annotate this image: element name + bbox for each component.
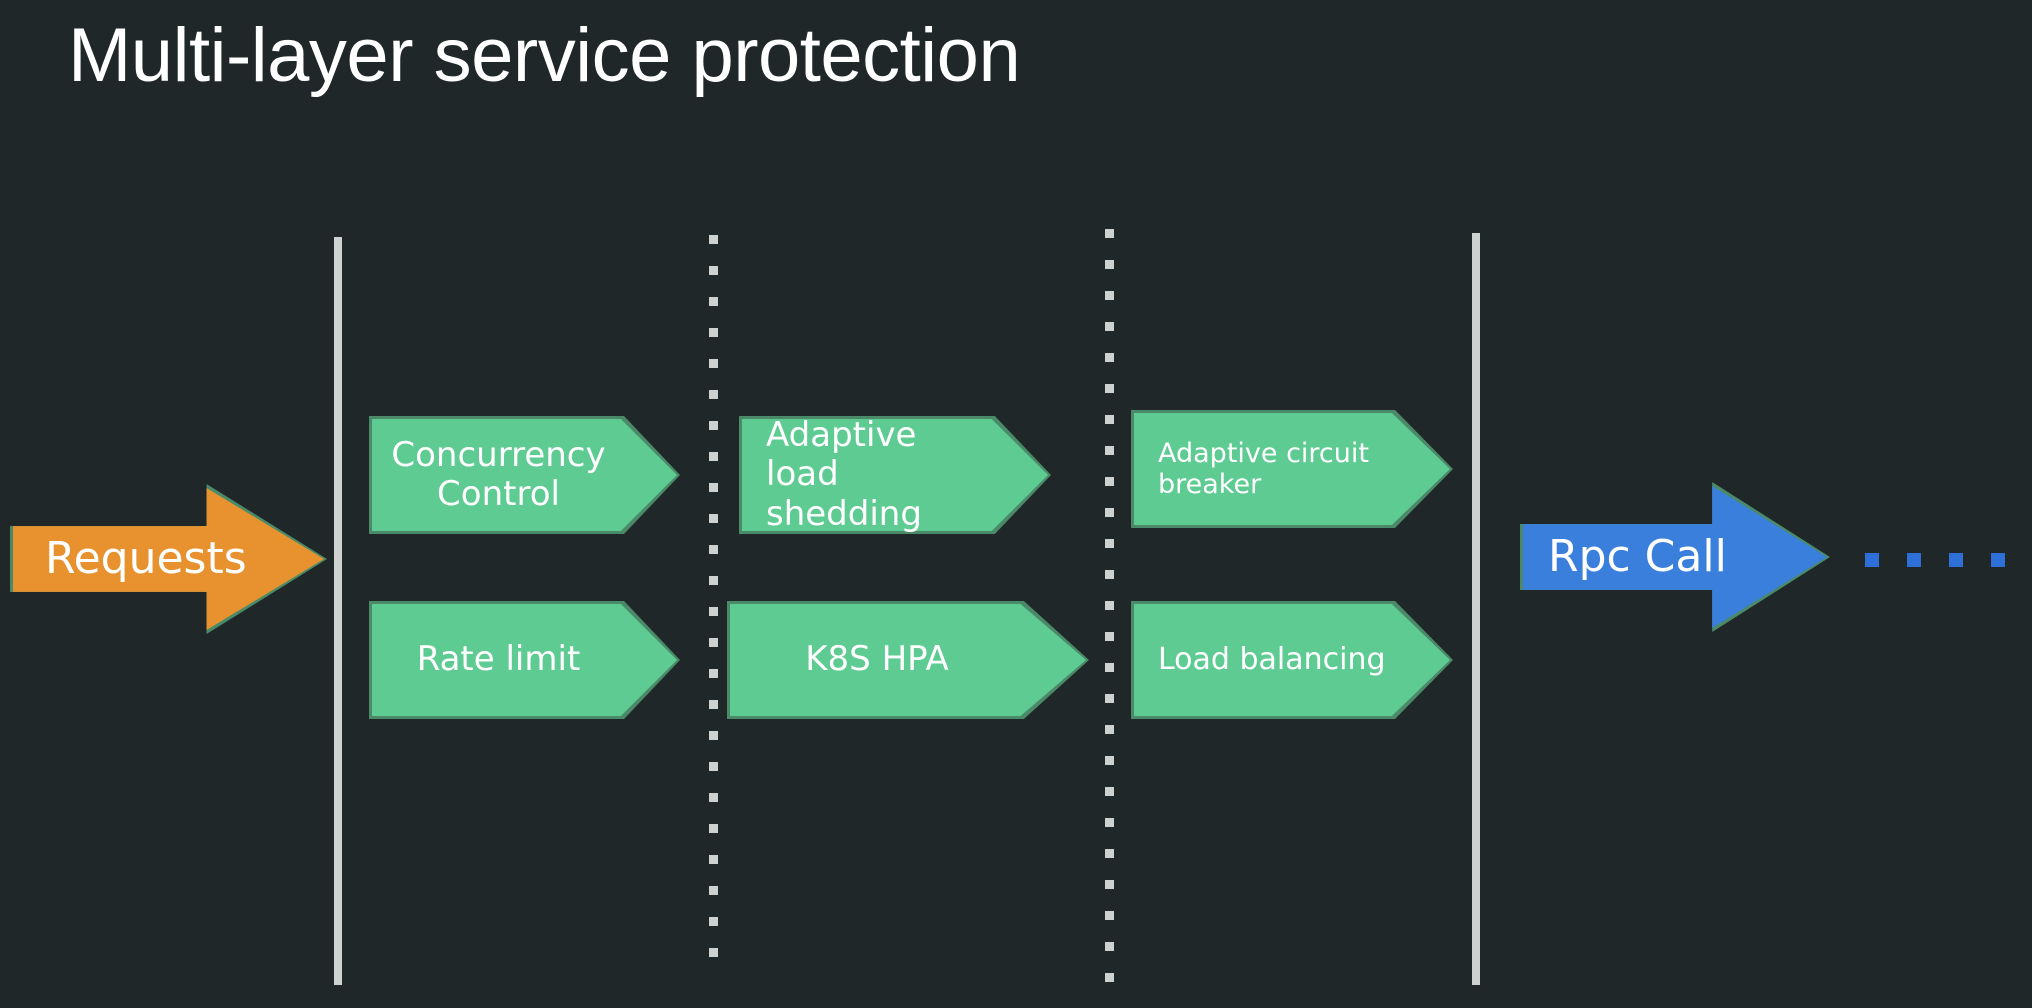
- divider-dash: [1105, 725, 1114, 734]
- stage-3-bottom-arrow[interactable]: Load balancing: [1131, 601, 1453, 719]
- divider-dash: [1105, 694, 1114, 703]
- divider-dash: [1105, 539, 1114, 548]
- requests-arrow[interactable]: Requests: [10, 484, 327, 634]
- boundary-left-line: [334, 237, 342, 985]
- divider-dash: [709, 390, 718, 399]
- divider-dash: [1105, 818, 1114, 827]
- stage-3-bottom-arrow-label: Load balancing: [1158, 641, 1386, 677]
- divider-dash: [709, 824, 718, 833]
- page-title: Multi-layer service protection: [68, 13, 1021, 98]
- divider-dash: [709, 607, 718, 616]
- divider-dash: [1105, 973, 1114, 982]
- divider-dash: [1105, 260, 1114, 269]
- divider-dash: [1105, 384, 1114, 393]
- rpc-call-arrow[interactable]: Rpc Call: [1520, 482, 1830, 632]
- divider-dash: [1105, 663, 1114, 672]
- divider-dash: [1105, 508, 1114, 517]
- stage-1-bottom-arrow[interactable]: Rate limit: [369, 601, 680, 719]
- stage-1-top-arrow-label: Concurrency Control: [391, 434, 606, 514]
- divider-dash: [709, 948, 718, 957]
- stage-3-top-arrow[interactable]: Adaptive circuit breaker: [1131, 410, 1453, 528]
- divider-dash: [1105, 942, 1114, 951]
- divider-dash: [1105, 880, 1114, 889]
- requests-arrow-label: Requests: [45, 533, 247, 584]
- divider-dash: [709, 483, 718, 492]
- divider-dash: [709, 452, 718, 461]
- stage-1-bottom-arrow-label: Rate limit: [416, 639, 581, 680]
- divider-dash: [709, 669, 718, 678]
- divider-dash: [709, 762, 718, 771]
- stage-3-top-arrow-label: Adaptive circuit breaker: [1158, 437, 1369, 500]
- divider-dash: [709, 886, 718, 895]
- stage-1-top-arrow-fill: [372, 419, 677, 531]
- divider-dash: [1105, 601, 1114, 610]
- stage-3-bottom-arrow-fill: [1134, 604, 1450, 716]
- stage-2-bottom-arrow[interactable]: K8S HPA: [727, 601, 1089, 719]
- divider-dash: [709, 545, 718, 554]
- divider-dash: [1105, 756, 1114, 765]
- stage-2-top-arrow[interactable]: Adaptive load shedding: [739, 416, 1051, 534]
- divider-dash: [1105, 291, 1114, 300]
- divider-dash: [709, 700, 718, 709]
- trailing-dot: [1949, 553, 1963, 567]
- divider-dash: [709, 266, 718, 275]
- divider-dash: [1105, 229, 1114, 238]
- stage-1-bottom-arrow-fill: [372, 604, 677, 716]
- rpc-call-arrow-label: Rpc Call: [1548, 531, 1727, 582]
- divider-dash: [709, 917, 718, 926]
- divider-dash: [1105, 477, 1114, 486]
- divider-dash: [709, 235, 718, 244]
- divider-dash: [709, 359, 718, 368]
- trailing-dots: [1865, 553, 2005, 567]
- divider-dash: [709, 514, 718, 523]
- trailing-dot: [1907, 553, 1921, 567]
- stage-divider-2-line: [1105, 229, 1114, 987]
- divider-dash: [709, 855, 718, 864]
- stage-2-top-arrow-fill: [742, 419, 1048, 531]
- divider-dash: [709, 731, 718, 740]
- stage-2-bottom-arrow-label: K8S HPA: [805, 639, 949, 680]
- stage-divider-1-line: [709, 235, 718, 987]
- divider-dash: [709, 297, 718, 306]
- divider-dash: [709, 638, 718, 647]
- divider-dash: [1105, 353, 1114, 362]
- trailing-dot: [1865, 553, 1879, 567]
- divider-dash: [1105, 415, 1114, 424]
- divider-dash: [1105, 911, 1114, 920]
- divider-dash: [1105, 632, 1114, 641]
- divider-dash: [1105, 570, 1114, 579]
- divider-dash: [1105, 322, 1114, 331]
- divider-dash: [709, 576, 718, 585]
- stage-3-top-arrow-fill: [1134, 413, 1450, 525]
- divider-dash: [1105, 849, 1114, 858]
- stage-2-bottom-arrow-fill: [730, 604, 1086, 716]
- boundary-right-line: [1472, 233, 1480, 985]
- trailing-dot: [1991, 553, 2005, 567]
- divider-dash: [1105, 446, 1114, 455]
- divider-dash: [709, 793, 718, 802]
- divider-dash: [709, 328, 718, 337]
- stage-2-top-arrow-label: Adaptive load shedding: [766, 414, 922, 534]
- divider-dash: [1105, 787, 1114, 796]
- stage-1-top-arrow[interactable]: Concurrency Control: [369, 416, 680, 534]
- divider-dash: [709, 421, 718, 430]
